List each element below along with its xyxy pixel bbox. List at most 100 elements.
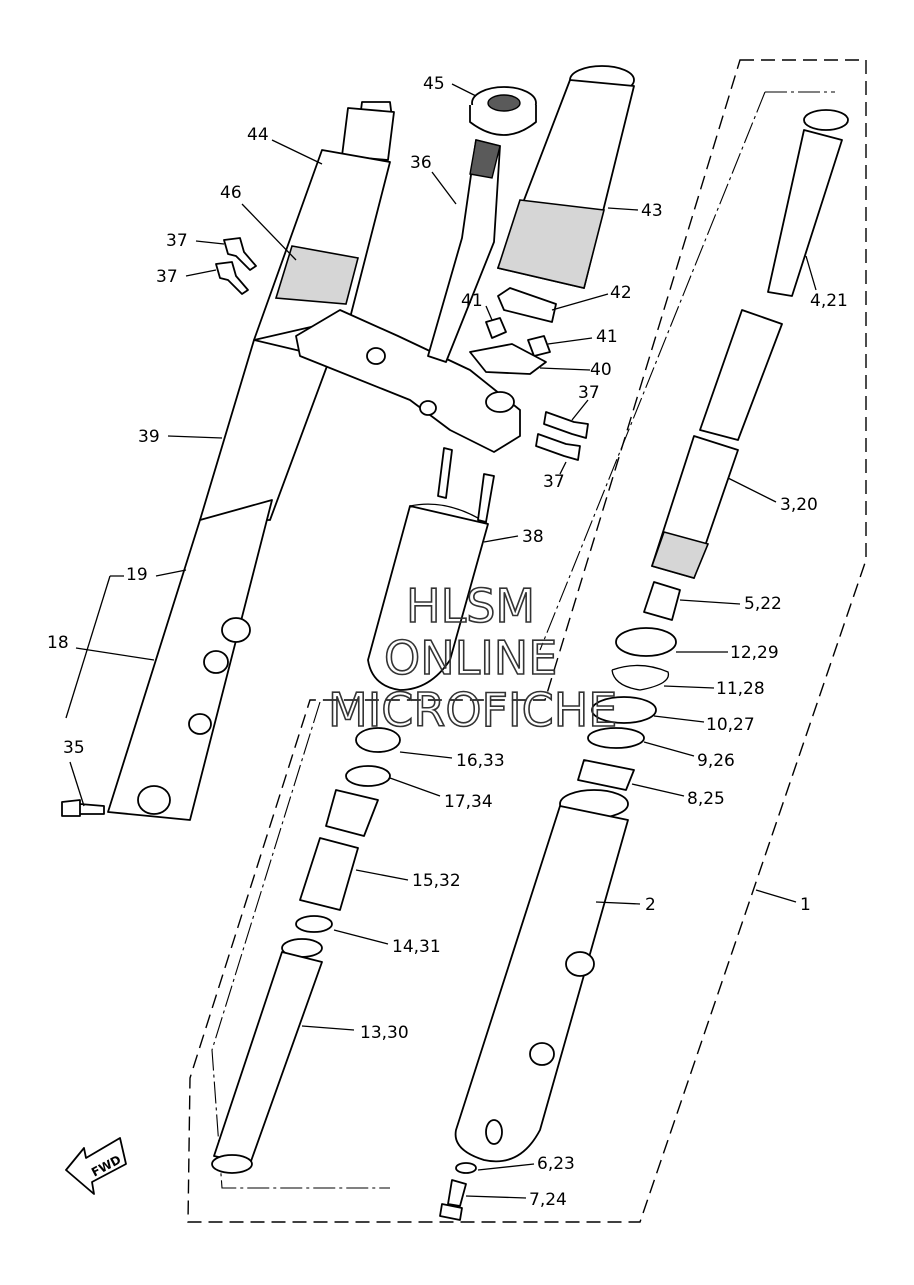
fork-outer-38-body (367, 505, 489, 691)
axle-lug-b (203, 650, 229, 674)
axle-lug-c (188, 713, 212, 735)
tube-3-20-band (650, 531, 710, 579)
watermark: HLSM ONLINE MICROFICHE (327, 578, 618, 738)
watermark-line-2: ONLINE (384, 631, 557, 685)
callout-12-29: 12,29 (730, 643, 779, 663)
watermark-line-1: HLSM (406, 579, 535, 633)
slider-boss-a (565, 951, 595, 977)
inner-tube-39 (199, 339, 331, 521)
axle-lug-a (221, 617, 251, 643)
left-fork-assembly (61, 101, 395, 821)
callout-36: 36 (410, 153, 432, 173)
callout-41-b: 41 (596, 327, 618, 347)
assembly-boundary-outline (187, 59, 867, 1223)
fork-internals (211, 727, 401, 1174)
bracket-hole-b (419, 400, 437, 416)
top-cover-parts (469, 65, 635, 375)
bracket-hole-c (485, 391, 515, 413)
cover-43-band (496, 199, 606, 289)
bolt-37-b (215, 261, 249, 295)
callout-8-25: 8,25 (687, 789, 725, 809)
slider-boss-b (529, 1042, 555, 1066)
clamp-bolts-right (535, 411, 589, 461)
tube-3-20-upper (699, 309, 783, 441)
damper-rod-4-21 (767, 129, 843, 297)
callout-7-24: 7,24 (529, 1190, 567, 1210)
callout-13-30: 13,30 (360, 1023, 409, 1043)
fork-outer-38 (367, 447, 495, 691)
cap-16-33 (355, 727, 401, 753)
spring-13-30 (213, 951, 323, 1165)
nut-41-a (485, 317, 507, 339)
bracket-hole-a (366, 347, 386, 365)
ring-9-26 (587, 727, 645, 749)
washer-6-23 (455, 1162, 477, 1174)
callout-35: 35 (63, 738, 85, 758)
lower-bracket-assembly (295, 139, 521, 453)
washer-14-31 (295, 915, 333, 933)
callout-37-d: 37 (543, 472, 565, 492)
clip-11-28 (611, 664, 670, 691)
bolt-37-a (223, 237, 257, 271)
collar-42 (497, 287, 557, 323)
callout-2: 2 (645, 895, 656, 915)
outer-tube-18 (107, 499, 273, 821)
axle-boss (137, 785, 171, 815)
spring-bottom-coil (211, 1154, 253, 1174)
rod-spring-top (803, 109, 849, 131)
callout-42: 42 (610, 283, 632, 303)
watermark-line-3: MICROFICHE (328, 683, 617, 737)
callout-38: 38 (522, 527, 544, 547)
spacer-upper (325, 789, 379, 837)
callout-45: 45 (423, 74, 445, 94)
callout-labels: 45 44 36 43 46 37 37 42 4,21 41 41 40 37… (47, 74, 848, 1210)
bolt-7-24 (439, 1179, 467, 1221)
clamp-bolts-left (215, 237, 257, 295)
callout-11-28: 11,28 (716, 679, 765, 699)
callout-5-22: 5,22 (744, 594, 782, 614)
callout-19: 19 (126, 565, 148, 585)
callout-15-32: 15,32 (412, 871, 461, 891)
callout-16-33: 16,33 (456, 751, 505, 771)
outer-slider-2 (454, 805, 629, 1163)
fwd-arrow-icon (65, 1137, 127, 1195)
callout-17-34: 17,34 (444, 792, 493, 812)
callout-6-23: 6,23 (537, 1154, 575, 1174)
spacer-15-32 (299, 837, 359, 911)
callout-37-a: 37 (166, 231, 188, 251)
callout-9-26: 9,26 (697, 751, 735, 771)
callout-18: 18 (47, 633, 69, 653)
stem-thread (469, 139, 501, 179)
fwd-direction-badge: FWD (65, 1137, 127, 1195)
stud-a (437, 447, 453, 499)
callout-46: 46 (220, 183, 242, 203)
nut-41-b (527, 335, 551, 357)
callout-3-20: 3,20 (780, 495, 818, 515)
bushing-5-22 (643, 581, 681, 621)
bolt-37-d (535, 433, 581, 461)
callout-10-27: 10,27 (706, 715, 755, 735)
callout-41-a: 41 (461, 291, 483, 311)
lower-bracket-40 (295, 309, 521, 453)
damper-rod-stack (439, 109, 849, 1221)
leader-lines (65, 83, 817, 1199)
callout-1: 1 (800, 895, 811, 915)
callout-40: 40 (590, 360, 612, 380)
callout-44: 44 (247, 125, 269, 145)
washer-10-27 (591, 696, 657, 724)
callout-14-31: 14,31 (392, 937, 441, 957)
bearing-45-side (469, 105, 537, 136)
fork-cap-44 (341, 107, 395, 161)
internals-grouping-bracket (211, 91, 835, 1189)
bushing-8-25 (577, 759, 635, 791)
upper-cover-44 (253, 149, 391, 341)
plate-40 (469, 343, 547, 375)
callout-4-21: 4,21 (810, 291, 848, 311)
oring-17-34 (345, 765, 391, 787)
callout-37-b: 37 (156, 267, 178, 287)
callout-43: 43 (641, 201, 663, 221)
callout-37-c: 37 (578, 383, 600, 403)
bearing-45-bore (487, 94, 521, 112)
callout-39: 39 (138, 427, 160, 447)
